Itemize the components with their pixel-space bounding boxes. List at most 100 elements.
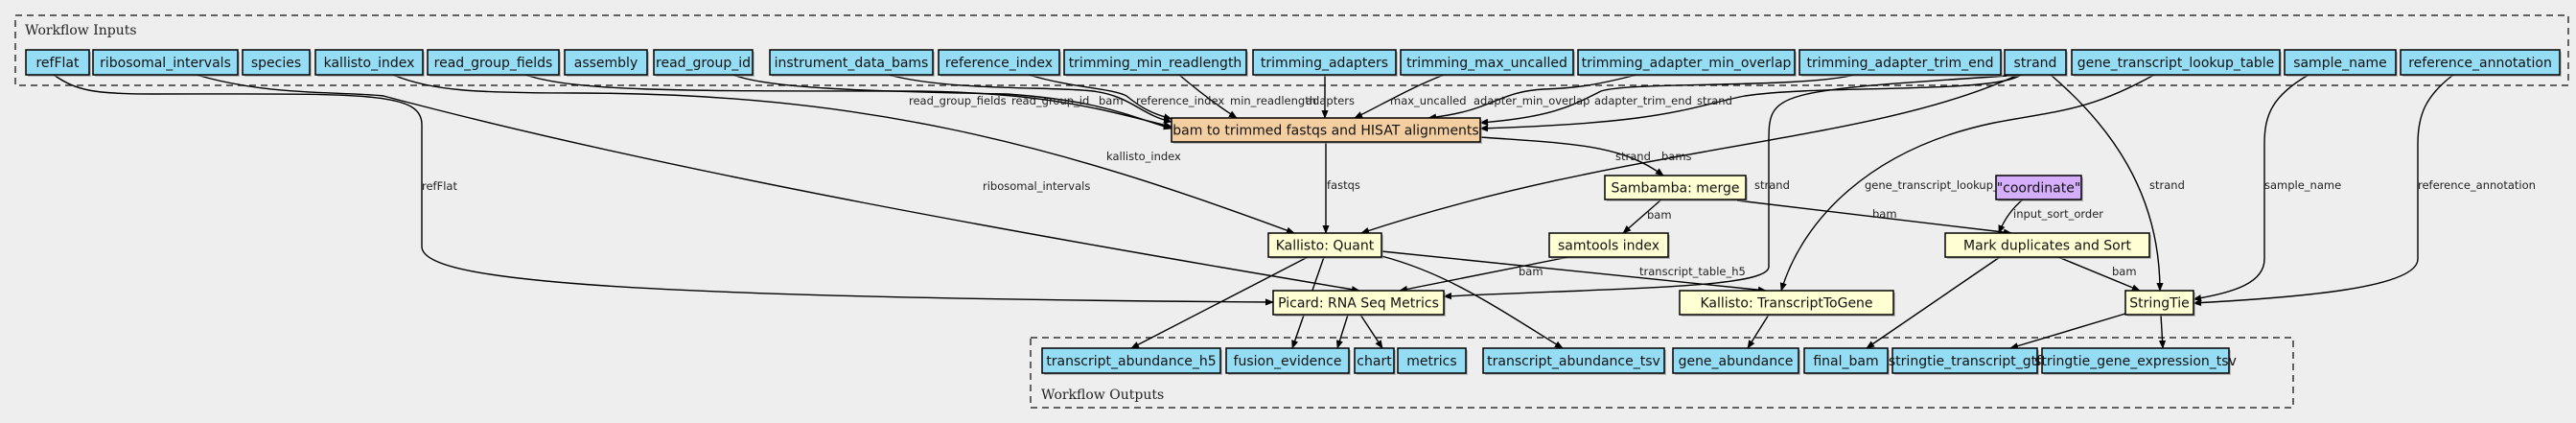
edge-kallisto-quant-to-transcript-abundance-tsv <box>1381 255 1564 349</box>
node-box <box>1354 347 1395 374</box>
node-box <box>2071 49 2281 76</box>
input-node-reference-annotation[interactable]: reference_annotation <box>2400 49 2562 77</box>
output-node-transcript-abundance-h5[interactable]: transcript_abundance_h5 <box>1041 347 1222 375</box>
node-label: final_bam <box>1813 354 1878 369</box>
input-node-instrument-data-bams[interactable]: instrument_data_bams <box>769 49 935 77</box>
edge-label: adapter_trim_end <box>1594 94 1692 107</box>
edge-trimming-adapter-trim-end-to-bam-to-trimmed <box>1479 74 1855 126</box>
node-box <box>25 49 90 76</box>
edge-kallisto-quant-to-transcript-abundance-h5 <box>1130 256 1309 349</box>
input-node-kallisto-index[interactable]: kallisto_index <box>314 49 425 77</box>
node-box <box>769 49 934 76</box>
node-box <box>1171 117 1481 143</box>
node-box <box>1267 232 1382 258</box>
input-node-trimming-adapter-min-overlap[interactable]: trimming_adapter_min_overlap <box>1577 49 1797 77</box>
output-node-gene-abundance[interactable]: gene_abundance <box>1672 347 1800 375</box>
step-node-kallisto-quant[interactable]: Kallisto: Quant <box>1267 232 1383 259</box>
edge-label: input_sort_order <box>2013 207 2103 221</box>
edge-label: fastqs <box>1327 178 1360 192</box>
input-node-reference-index[interactable]: reference_index <box>938 49 1061 77</box>
edge-label: strand <box>1754 178 1790 192</box>
edge-picard-rnaseq-to-chart <box>1335 314 1349 349</box>
output-node-final-bam[interactable]: final_bam <box>1803 347 1890 375</box>
output-node-metrics[interactable]: metrics <box>1397 347 1468 375</box>
node-box <box>1041 347 1221 374</box>
node-box <box>314 49 424 76</box>
node-box <box>1799 49 2002 76</box>
node-box <box>1225 347 1350 374</box>
edge-sample-name-to-stringtie <box>2193 74 2309 302</box>
node-label: sample_name <box>2293 56 2387 71</box>
step-node-sambamba-merge[interactable]: Sambamba: merge <box>1604 175 1748 201</box>
step-node-stringtie[interactable]: StringTie <box>2124 290 2195 317</box>
node-box <box>242 49 311 76</box>
node-label: trimming_adapter_trim_end <box>1807 56 1994 71</box>
input-node-species[interactable]: species <box>242 49 312 77</box>
edge-reference-annotation-to-stringtie <box>2193 74 2454 307</box>
node-box <box>653 49 754 76</box>
node-label: chart <box>1357 354 1392 369</box>
node-box <box>1944 232 2150 258</box>
node-box <box>2284 49 2397 76</box>
node-label: trimming_adapters <box>1261 56 1388 71</box>
edge-label: reference_index <box>1136 94 1224 107</box>
edge-label: bam <box>2112 265 2137 278</box>
input-node-assembly[interactable]: assembly <box>564 49 649 77</box>
step-node-samtools-index[interactable]: samtools index <box>1548 232 1670 259</box>
input-node-refFlat[interactable]: refFlat <box>25 49 91 77</box>
edge-label: ribosomal_intervals <box>983 179 1090 193</box>
edge-trimming-min-readlength-to-bam-to-trimmed <box>1178 74 1238 119</box>
edge-strand-to-kallisto-quant <box>1360 74 2019 234</box>
node-label: trimming_min_readlength <box>1069 56 1242 71</box>
node-box <box>1803 347 1889 374</box>
input-node-read-group-id[interactable]: read_group_id <box>653 49 754 77</box>
input-node-trimming-adapters[interactable]: trimming_adapters <box>1252 49 1398 77</box>
node-box <box>2041 347 2230 374</box>
node-box <box>564 49 648 76</box>
input-node-trimming-adapter-trim-end[interactable]: trimming_adapter_trim_end <box>1799 49 2003 77</box>
edge-kallisto-index-to-kallisto-quant <box>392 74 1295 234</box>
input-node-strand[interactable]: strand <box>2004 49 2068 77</box>
edge-trimming-adapter-min-overlap-to-bam-to-trimmed <box>1427 74 1637 121</box>
node-box <box>2124 290 2194 316</box>
node-label: "coordinate" <box>1997 181 2081 197</box>
input-node-gene-transcript-lookup-table[interactable]: gene_transcript_lookup_table <box>2071 49 2282 77</box>
input-node-trimming-max-uncalled[interactable]: trimming_max_uncalled <box>1400 49 1575 77</box>
step-node-bam-to-trimmed[interactable]: bam to trimmed fastqs and HISAT alignmen… <box>1171 117 1482 144</box>
edge-label: read_group_id <box>1011 94 1089 107</box>
node-label: assembly <box>574 56 638 71</box>
node-label: read_group_id <box>656 56 751 71</box>
output-node-stringtie-gene-expression-tsv[interactable]: stringtie_gene_expression_tsv <box>2034 347 2237 375</box>
step-node-picard-rnaseq[interactable]: Picard: RNA Seq Metrics <box>1272 290 1446 317</box>
input-node-read-group-fields[interactable]: read_group_fields <box>427 49 561 77</box>
edge-strand-to-bam-to-trimmed <box>1479 74 2022 132</box>
output-node-fusion-evidence[interactable]: fusion_evidence <box>1225 347 1351 375</box>
edge-mark-duplicates-to-final-bam <box>1866 256 2001 349</box>
node-box <box>92 49 239 76</box>
output-node-chart[interactable]: chart <box>1354 347 1396 375</box>
edge-label: kallisto_index <box>1106 150 1181 163</box>
input-node-sample-name[interactable]: sample_name <box>2284 49 2398 77</box>
input-node-trimming-min-readlength[interactable]: trimming_min_readlength <box>1063 49 1248 77</box>
node-box <box>938 49 1060 76</box>
node-label: instrument_data_bams <box>775 56 929 71</box>
output-node-transcript-abundance-tsv[interactable]: transcript_abundance_tsv <box>1482 347 1666 375</box>
node-box <box>1679 290 1894 316</box>
edge-label: bam <box>1099 94 1124 107</box>
input-node-ribosomal-intervals[interactable]: ribosomal_intervals <box>92 49 240 77</box>
step-node-coordinate[interactable]: "coordinate" <box>1995 175 2083 201</box>
edge-label: max_uncalled <box>1390 94 1467 107</box>
node-box <box>1272 290 1445 316</box>
edge-stringtie-to-stringtie-gene-expression-tsv <box>2158 314 2167 349</box>
outputs-cluster: Workflow Outputs <box>1030 337 2294 409</box>
step-node-mark-duplicates[interactable]: Mark duplicates and Sort <box>1944 232 2151 259</box>
edge-label: read_group_fields <box>909 94 1007 107</box>
step-node-kallisto-t2g[interactable]: Kallisto: TranscriptToGene <box>1679 290 1895 317</box>
node-label: transcript_abundance_tsv <box>1487 354 1660 369</box>
edge-label: gene_transcript_lookup_table <box>1865 178 2027 192</box>
inputs-cluster: Workflow Inputs <box>14 14 2569 86</box>
edge-label: min_readlength <box>1230 94 1316 107</box>
output-node-stringtie-transcript-gtf[interactable]: stringtie_transcript_gtf <box>1889 347 2042 375</box>
